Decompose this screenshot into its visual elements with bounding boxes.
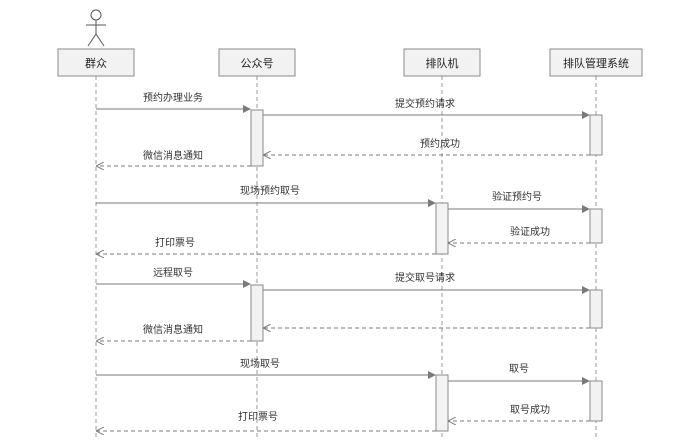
- message-label: 验证预约号: [492, 190, 542, 203]
- messages: 预约办理业务 提交预约请求 预约成功 微信消息通知 现场预约取号 验证预约号 验…: [96, 91, 590, 431]
- message-label: 现场取号: [240, 357, 280, 370]
- participant-label: 排队机: [426, 56, 459, 70]
- message-label: 现场预约取号: [240, 184, 300, 197]
- message-0: 预约办理业务: [96, 91, 251, 113]
- participant-p3[interactable]: 排队管理系统: [549, 48, 643, 77]
- message-8: 远程取号: [96, 267, 251, 288]
- message-label: 微信消息通知: [143, 149, 203, 162]
- message-label: 打印票号: [155, 236, 195, 249]
- message-label: 预约成功: [420, 137, 460, 150]
- message-label: 提交预约请求: [395, 97, 455, 110]
- activation-box: [435, 202, 449, 255]
- message-9: 提交取号请求: [263, 271, 590, 294]
- message-7: 打印票号: [97, 236, 436, 254]
- message-label: 微信消息通知: [143, 323, 203, 336]
- message-11: 微信消息通知: [97, 323, 251, 341]
- activation-box: [250, 109, 264, 167]
- activation-box: [435, 374, 449, 432]
- activation-box: [589, 208, 603, 244]
- activation-box: [250, 284, 264, 342]
- participant-p2[interactable]: 排队机: [403, 48, 481, 77]
- message-13: 取号: [448, 363, 590, 385]
- activation-box: [589, 380, 603, 422]
- message-label: 取号: [509, 363, 529, 375]
- lifelines: [95, 76, 597, 440]
- message-14: 取号成功: [449, 404, 590, 421]
- message-label: 打印票号: [238, 410, 278, 423]
- participant-p0[interactable]: 群众: [57, 48, 135, 77]
- actor-figure: [86, 9, 106, 47]
- message-label: 预约办理业务: [143, 91, 203, 104]
- activations: [250, 109, 603, 432]
- message-2: 预约成功: [264, 137, 590, 155]
- message-1: 提交预约请求: [263, 97, 590, 119]
- message-4: 现场预约取号: [96, 184, 436, 207]
- activation-box: [589, 114, 603, 156]
- message-3: 微信消息通知: [97, 149, 251, 166]
- message-label: 远程取号: [153, 267, 193, 279]
- message-label: 提交取号请求: [395, 271, 455, 284]
- message-label: 取号成功: [510, 404, 550, 416]
- message-12: 现场取号: [96, 357, 436, 379]
- activation-box: [589, 289, 603, 329]
- message-label: 验证成功: [510, 225, 550, 238]
- participant-label: 群众: [85, 56, 107, 70]
- message-5: 验证预约号: [448, 190, 590, 213]
- message-15: 打印票号: [97, 410, 436, 431]
- participant-label: 排队管理系统: [563, 56, 629, 70]
- message-6: 验证成功: [449, 225, 590, 243]
- participant-p1[interactable]: 公众号: [218, 48, 296, 77]
- participant-label: 公众号: [241, 57, 274, 70]
